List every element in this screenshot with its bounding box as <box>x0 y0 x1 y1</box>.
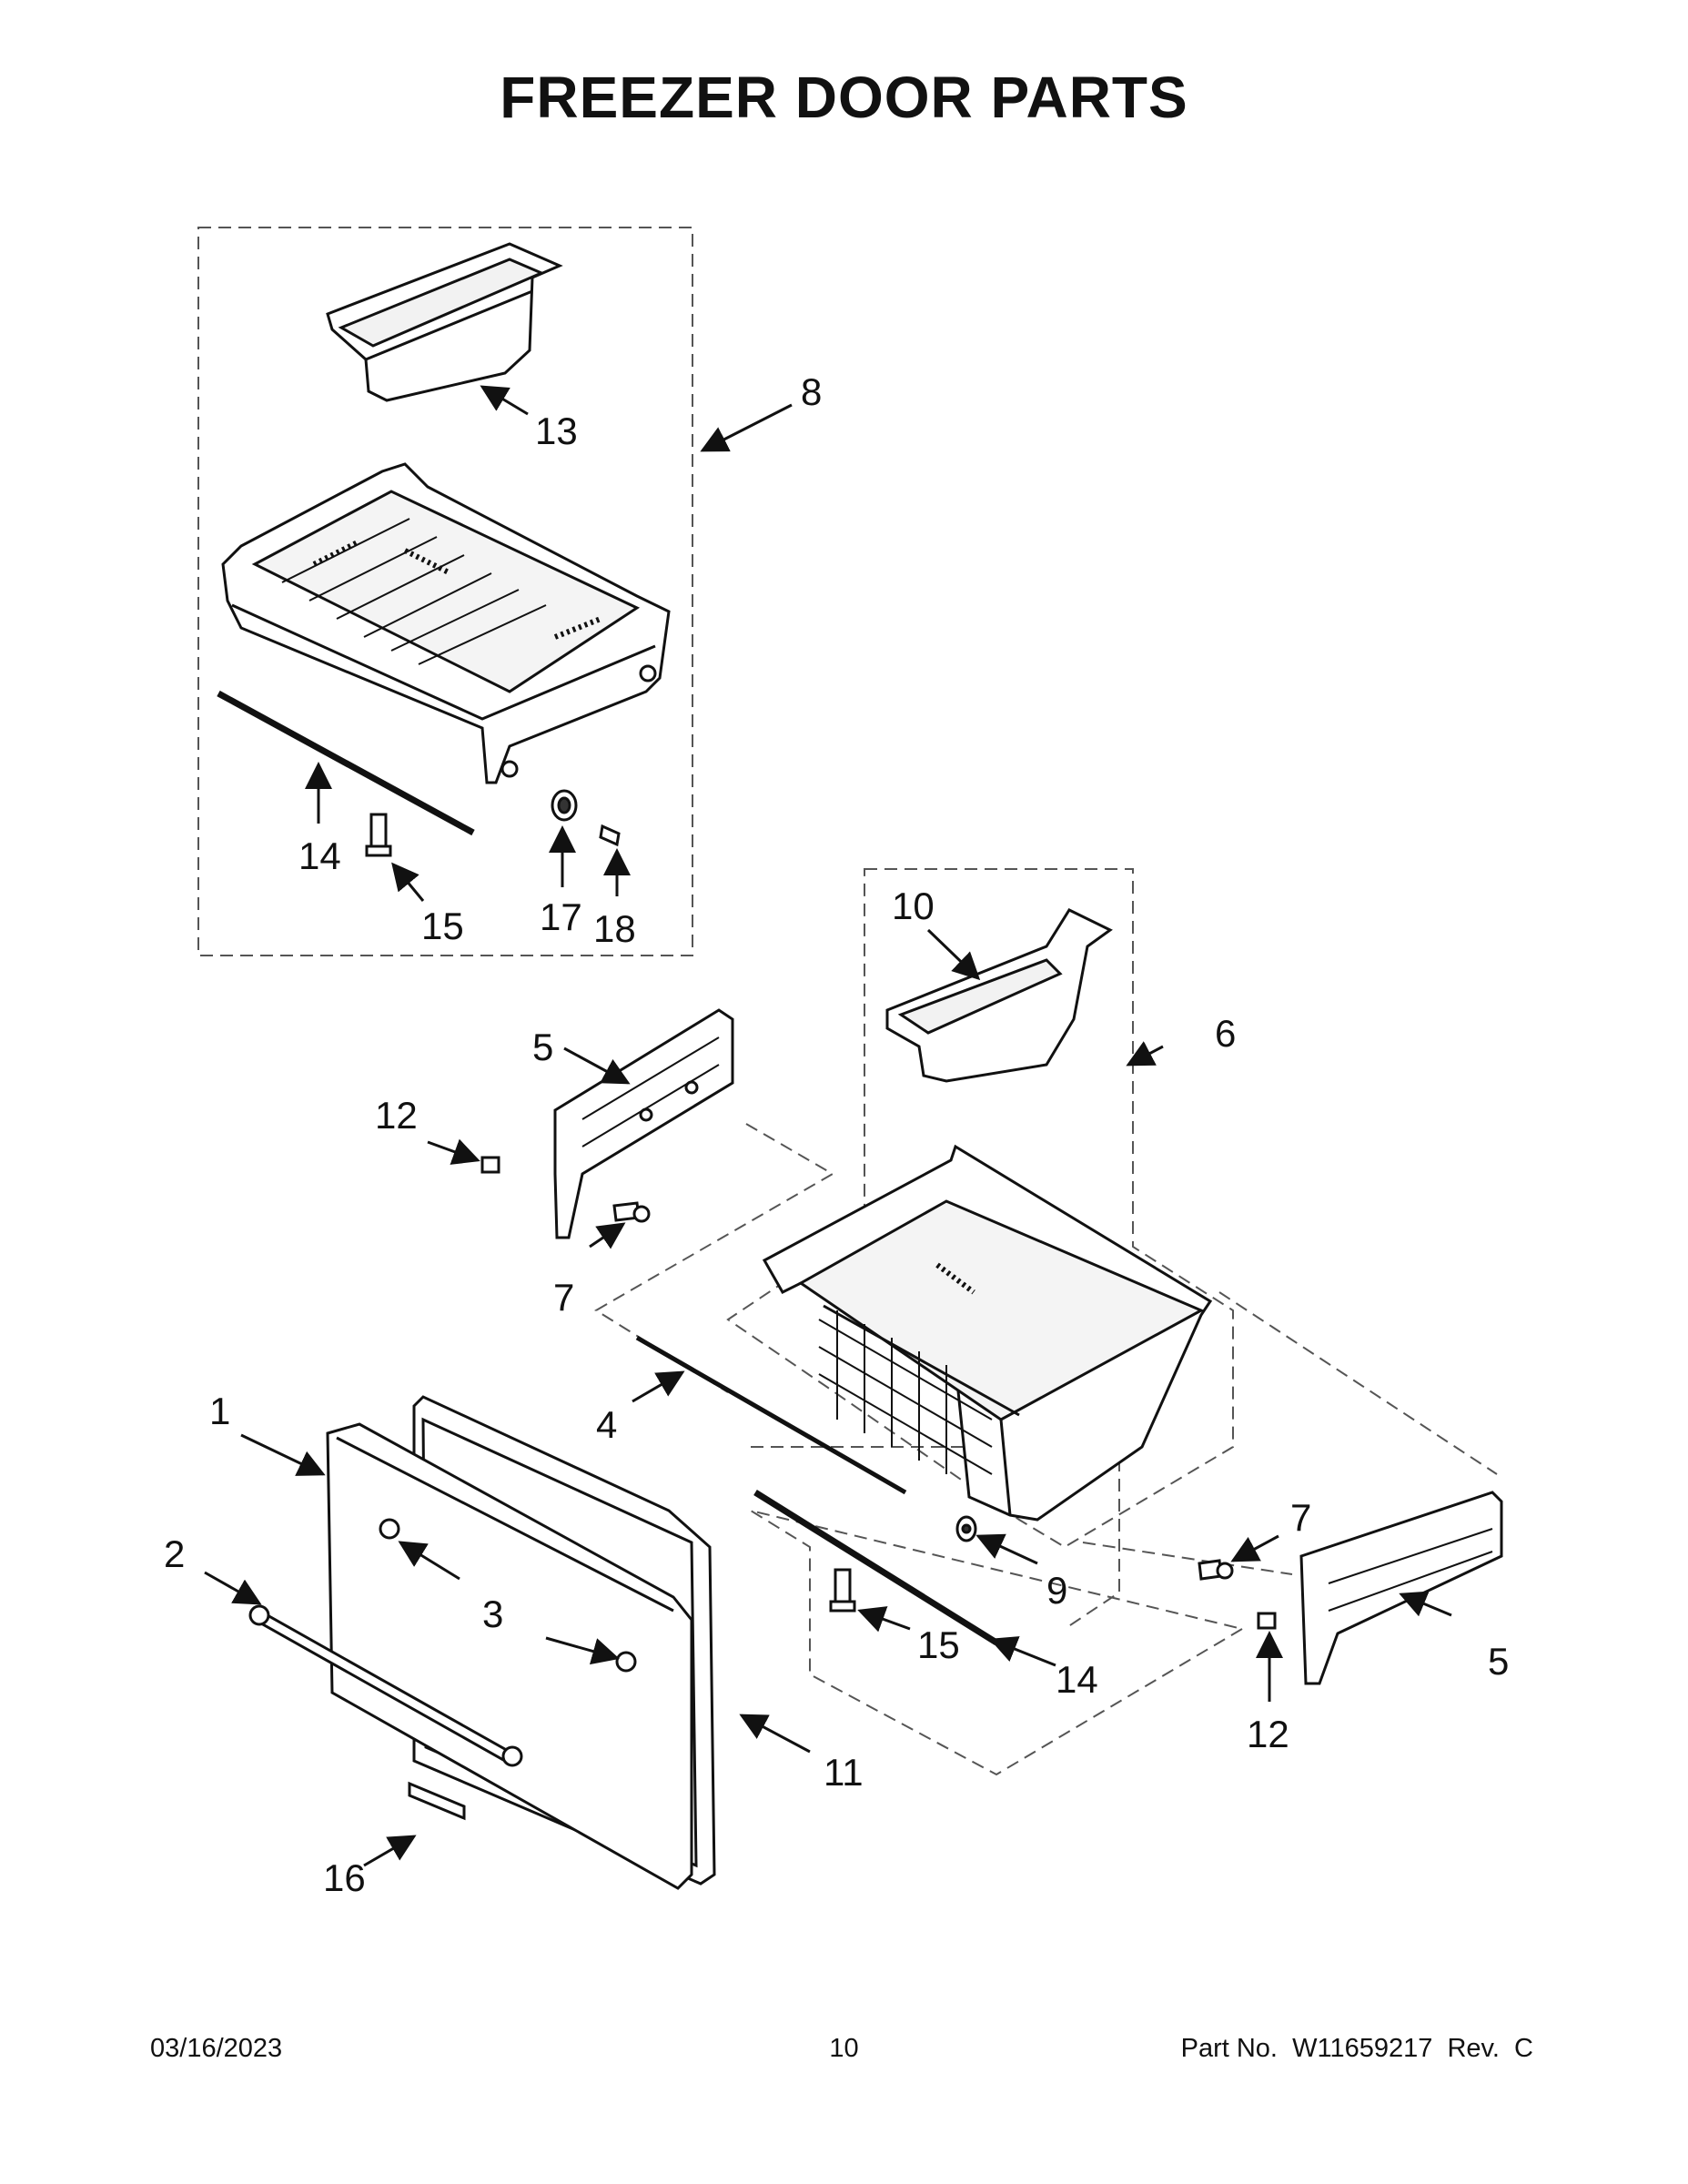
footer-date: 03/16/2023 <box>150 2034 283 2063</box>
door-panel-part <box>326 1422 693 1890</box>
lower-rail-assembly-boundary <box>750 1446 1245 1776</box>
callout-14-upper: 14 <box>298 834 341 877</box>
callout-12-right: 12 <box>1247 1713 1289 1755</box>
callout-labels: 1 2 3 4 5 5 6 7 7 8 9 10 11 12 12 13 14 … <box>164 370 1509 1899</box>
callout-7-right: 7 <box>1290 1496 1311 1539</box>
page-title: FREEZER DOOR PARTS <box>500 65 1188 130</box>
upper-basket-strip-part <box>217 690 475 836</box>
lower-rail-strip-part <box>753 1490 998 1645</box>
small-wheel-part <box>955 1515 977 1542</box>
wheel-part <box>551 789 578 822</box>
door-handle-part <box>248 1604 523 1767</box>
callout-15-upper: 15 <box>421 905 464 947</box>
callout-2: 2 <box>164 1532 185 1575</box>
left-clip-part <box>480 1156 500 1174</box>
lower-small-bin-part <box>885 908 1113 1083</box>
callout-5-left: 5 <box>532 1026 553 1068</box>
callout-9: 9 <box>1046 1569 1067 1612</box>
callout-1: 1 <box>209 1390 230 1432</box>
badge-part <box>408 1781 466 1821</box>
callout-7-left: 7 <box>553 1276 574 1319</box>
callout-10: 10 <box>892 885 935 927</box>
pin-part <box>599 824 621 847</box>
leader-arrows <box>204 385 1452 1867</box>
lower-screw-part <box>829 1568 856 1613</box>
right-slide-rail-part <box>1299 1491 1503 1685</box>
callout-6: 6 <box>1215 1012 1236 1055</box>
callout-11: 11 <box>824 1751 864 1794</box>
footer-part-number: Part No. W11659217 Rev. C <box>1180 2034 1533 2063</box>
footer-page-number: 10 <box>829 2034 859 2063</box>
callout-17: 17 <box>540 895 582 938</box>
handle-stud-parts <box>379 1518 637 1673</box>
callout-5-right: 5 <box>1488 1640 1509 1683</box>
left-screw-part <box>612 1201 651 1223</box>
upper-basket-assembly-boundary <box>197 227 693 956</box>
callout-16: 16 <box>323 1856 366 1899</box>
callout-3: 3 <box>482 1592 503 1635</box>
right-screw-part <box>1198 1559 1234 1581</box>
lower-basket-part <box>762 1144 1213 1522</box>
callout-13: 13 <box>535 410 578 452</box>
upper-small-bin-part <box>326 242 563 402</box>
lower-basket-strip-part <box>635 1335 907 1495</box>
callout-4: 4 <box>596 1403 617 1446</box>
callout-18: 18 <box>593 907 636 950</box>
right-clip-part <box>1257 1612 1277 1630</box>
callout-8: 8 <box>801 370 822 413</box>
left-slide-rail-part <box>553 1008 734 1239</box>
callout-12-left: 12 <box>375 1094 418 1137</box>
callout-15-lower: 15 <box>917 1623 960 1666</box>
callout-14-lower: 14 <box>1056 1658 1098 1701</box>
upper-basket-part <box>221 462 671 784</box>
upper-screw-part <box>365 813 392 857</box>
